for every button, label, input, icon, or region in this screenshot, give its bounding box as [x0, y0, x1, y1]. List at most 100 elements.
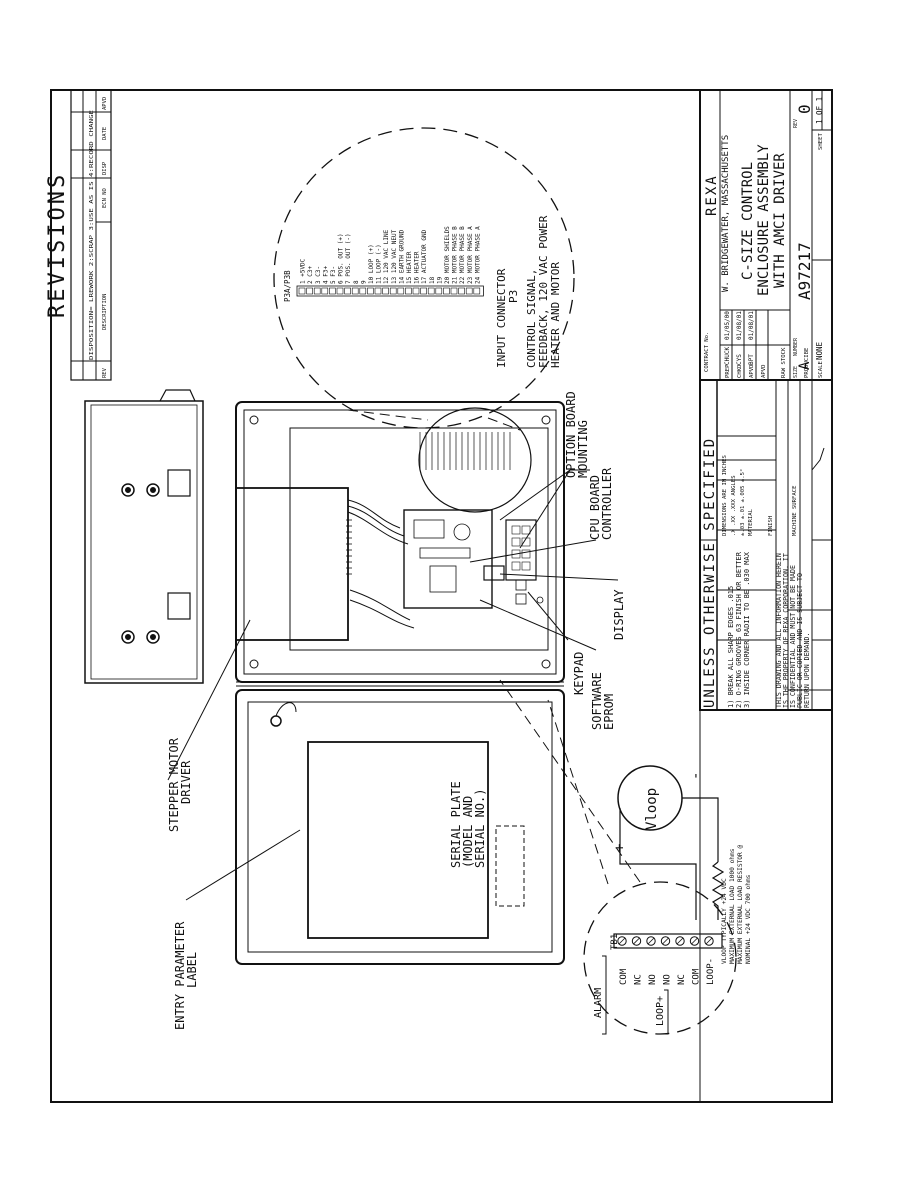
serial-plate: [495, 825, 525, 907]
revisions-col-apvd: APVD: [102, 97, 108, 110]
vloop-note-4: NOMINAL +24 VDC 700 ohms: [745, 874, 752, 964]
connector-desc-2: FEEDBACK, 120 VAC POWER: [537, 215, 550, 368]
terminal-screw: [631, 936, 642, 946]
connector-pin-label: 11 LOOP (-): [376, 244, 383, 284]
display-module: [483, 565, 505, 581]
tb-apvd-name: BPT: [748, 354, 755, 365]
enclosure-door: [235, 689, 565, 965]
connector-pin-label: 18: [429, 276, 436, 284]
pin-box: [306, 287, 313, 295]
pin-box: [329, 287, 336, 295]
tb-chkd-name: CYS: [736, 354, 743, 365]
cpu-board-label-1: CPU BOARD: [588, 475, 602, 540]
tb-tol-row1: .X .XX .XXX ANGLES: [731, 475, 737, 536]
tb-size: A: [797, 361, 813, 370]
keypad-module: [505, 519, 537, 581]
revisions-col-description: DESCRIPTION: [102, 294, 108, 330]
terminal-screw-slot: [691, 937, 698, 945]
software-label-1: SOFTWARE: [590, 672, 604, 730]
vloop-note-3: MAXIMUM EXTERNAL LOAD RESISTOR @: [737, 845, 744, 964]
terminal-screw: [675, 936, 685, 946]
tb-prep-date: 01/05/00: [724, 311, 731, 340]
tb-sheet-label: SHEET: [818, 133, 824, 150]
enclosure-side-view: [84, 389, 204, 684]
cpu-board: [403, 509, 493, 609]
connector-detail: P3A/P3B: [273, 127, 575, 431]
revisions-col-ecn: ECN NO: [102, 188, 108, 208]
pin-box: [465, 287, 473, 295]
terminal-screw-slot: [647, 937, 655, 945]
specified-block: [700, 710, 832, 1102]
connector-pin-label: 16 HEATER: [414, 251, 421, 284]
drawing-title-1: C-SIZE CONTROL: [740, 162, 756, 280]
pin-box: [397, 287, 405, 295]
callout-leaders: [167, 469, 619, 901]
terminal-screw-slot: [618, 937, 626, 945]
connector-pin-label: 20 MOTOR SHIELDS: [444, 226, 451, 284]
enclosure-interior: [235, 401, 565, 683]
entry-parameter-label-1: ENTRY PARAMETER: [173, 921, 187, 1030]
tb-apvd-label: APVD: [749, 364, 755, 378]
tb-rev-label: REV: [793, 119, 799, 128]
revisions-col-date: DATE: [102, 127, 108, 140]
connector-pin-label: 13 120 VAC NEUT: [391, 229, 398, 284]
connector-pin-label: 24 MOTOR PHASE A: [474, 226, 481, 284]
terminal-screw-slot: [662, 937, 669, 945]
terminal-label: NO: [648, 974, 658, 985]
option-board-label-2: MOUNTING: [576, 420, 590, 478]
revisions-col-disp: DISP: [102, 161, 108, 175]
terminal-label: COM: [619, 968, 629, 985]
connector-pin-label: 22 MOTOR PHASE B: [459, 226, 466, 284]
tb-property-2: IS THE PROPERTY OF REXA CORPORATION. IT: [782, 553, 790, 708]
terminal-screw: [704, 936, 714, 946]
tb-contract-no: CONTRACT No.: [704, 332, 710, 372]
entry-parameter-label-2: LABEL: [185, 952, 199, 988]
terminal-detail: [499, 679, 737, 1035]
connector-pin-label: 10 LOOP (+): [368, 244, 375, 284]
connector-pin-label: 14 EARTH GROUND: [398, 229, 405, 284]
display-label: DISPLAY: [612, 589, 626, 640]
tb-producibe: PRODUCIBE: [804, 347, 810, 378]
pin-box: [443, 287, 450, 295]
pin-box: [420, 287, 427, 295]
vloop-minus: -: [688, 772, 704, 780]
serial-plate-label-2: (MODEL AND: [461, 796, 475, 868]
pin-box: [473, 287, 481, 295]
drawing-title-3: WITH AMCI DRIVER: [772, 153, 788, 288]
tb-property-5: RETURN UPON DEMAND.: [803, 633, 811, 708]
company-name: REXA: [704, 174, 720, 216]
connector-pin-label: 23 MOTOR PHASE A: [467, 226, 474, 284]
connector-pin-label: 3 C3-: [315, 266, 322, 284]
tb-machine-surface: MACHINE SURFACE: [792, 485, 798, 536]
alarm-label: ALARM: [593, 988, 604, 1018]
connector-pin-label: 6 POS. OUT (+): [338, 233, 345, 284]
tb-property-1: THIS DRAWING AND ALL INFORMATION HEREIN: [775, 553, 783, 708]
title-block: [699, 89, 833, 1102]
revisions-title: REVISIONS: [45, 172, 70, 318]
pin-box: [405, 287, 412, 295]
pin-box: [412, 287, 420, 295]
pin-box: [351, 287, 359, 295]
tb-chkd-date: 01/08/01: [736, 311, 743, 340]
vloop-note-2: MAXIMUM EXTERNAL LOAD 1000 ohms: [729, 848, 736, 964]
pin-box: [344, 287, 351, 295]
pin-box: [298, 287, 306, 295]
terminal-label: NC: [634, 974, 644, 985]
keypad-label: KEYPAD: [572, 652, 586, 695]
pin-box: [458, 287, 465, 295]
terminal-screw: [646, 936, 656, 946]
connector-pin-label: 21 MOTOR PHASE B: [452, 226, 459, 284]
stepper-label-1: STEPPER MOTOR: [167, 737, 181, 832]
connector-pin-label: 8: [353, 280, 360, 284]
tb-prep-name: CHUCK: [724, 347, 731, 365]
revisions-block: REVISIONS DISPOSITION= LREWORK 2:SCRAP 3…: [45, 89, 112, 381]
hinges: [236, 681, 564, 687]
tb-number-label: NUMBER: [793, 337, 799, 356]
pin-box: [367, 287, 374, 295]
connector-pin-label: 4 F3+: [322, 266, 329, 284]
terminal-screw: [617, 936, 627, 946]
connector-pin-label: 2 C3+: [307, 266, 314, 284]
